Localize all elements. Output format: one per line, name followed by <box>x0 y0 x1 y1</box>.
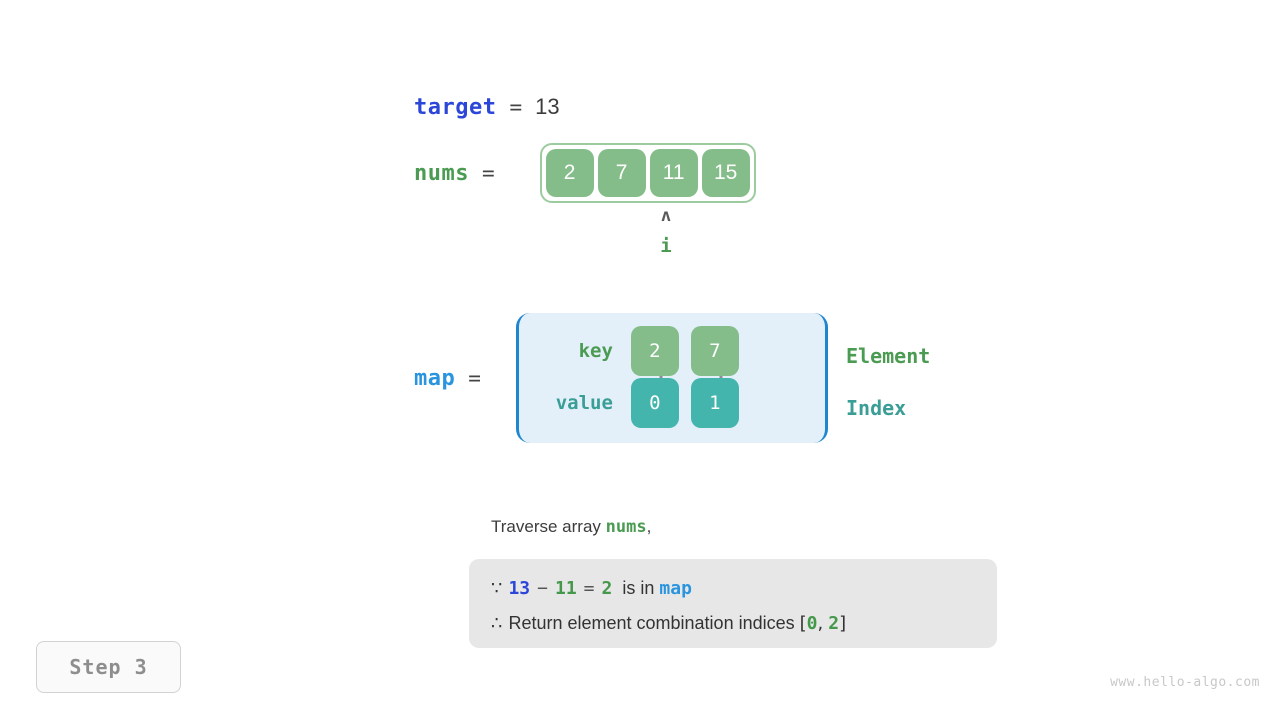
because-symbol-icon: ∵ <box>491 578 503 599</box>
watermark: www.hello-algo.com <box>1110 675 1260 690</box>
result-index-first: 0 <box>806 613 818 634</box>
pointer-variable-label: i <box>660 235 672 257</box>
narration-suffix: , <box>646 517 652 536</box>
step-badge: Step 3 <box>36 641 181 693</box>
key-cells: 2 7 <box>630 326 739 376</box>
reason-complement-value: 2 <box>601 578 613 599</box>
target-equals-sign: = <box>509 95 523 119</box>
map-assignment-row: map = key 2 7 value 0 1 <box>414 313 828 443</box>
reason-return-text: Return element combination indices <box>508 613 795 633</box>
result-comma: , <box>817 613 824 634</box>
nums-assignment-row: nums = 2 7 11 15 <box>414 143 756 203</box>
reason-current-value: 11 <box>554 578 577 599</box>
legend-element-label: Element <box>846 344 931 368</box>
index-pointer-group: ʌ i <box>640 207 692 257</box>
hashmap-key-row: key 2 7 <box>519 326 825 376</box>
array-cell: 15 <box>701 149 750 197</box>
reason-is-in-text: is in <box>622 578 655 598</box>
map-key-cell: 7 <box>690 326 739 376</box>
value-row-label: value <box>555 392 613 414</box>
array-cell: 2 <box>545 149 594 197</box>
narration-text: Traverse array nums, <box>491 517 651 537</box>
reasoning-line-therefore: ∴Return element combination indices [0, … <box>491 606 975 641</box>
nums-variable-label: nums <box>414 160 469 186</box>
target-value: 13 <box>535 94 560 119</box>
reason-map-token: map <box>659 578 692 599</box>
hashmap-legend: Element Index <box>846 313 1006 443</box>
hashmap-value-row: value 0 1 <box>519 378 825 428</box>
result-index-second: 2 <box>828 613 840 634</box>
array-cell: 7 <box>597 149 646 197</box>
map-key-cell: 2 <box>630 326 679 376</box>
nums-equals-sign: = <box>481 161 495 185</box>
reasoning-line-because: ∵13−11 = 2 is in map <box>491 571 975 606</box>
value-cells: 0 1 <box>630 378 739 428</box>
map-value-cell: 0 <box>630 378 679 428</box>
reason-minus-op: − <box>537 578 548 599</box>
reason-target-value: 13 <box>508 578 531 599</box>
therefore-symbol-icon: ∴ <box>491 613 503 634</box>
reason-equals-op: = <box>583 578 595 599</box>
caret-up-icon: ʌ <box>660 206 672 226</box>
nums-array-container: 2 7 11 15 <box>539 143 756 203</box>
target-variable-label: target <box>414 95 497 120</box>
array-cell: 11 <box>649 149 698 197</box>
key-row-label: key <box>578 340 613 362</box>
reasoning-box: ∵13−11 = 2 is in map ∴Return element combi… <box>469 559 997 648</box>
bracket-open: [ <box>799 613 807 634</box>
hashmap-container: key 2 7 value 0 1 <box>515 313 828 443</box>
narration-nums-highlight: nums <box>605 517 647 537</box>
legend-index-label: Index <box>846 396 907 420</box>
map-equals-sign: = <box>468 366 481 390</box>
target-assignment-row: target = 13 <box>414 94 560 120</box>
map-value-cell: 1 <box>690 378 739 428</box>
map-variable-label: map <box>414 365 456 391</box>
narration-prefix: Traverse array <box>491 517 606 536</box>
bracket-close: ] <box>839 613 847 634</box>
